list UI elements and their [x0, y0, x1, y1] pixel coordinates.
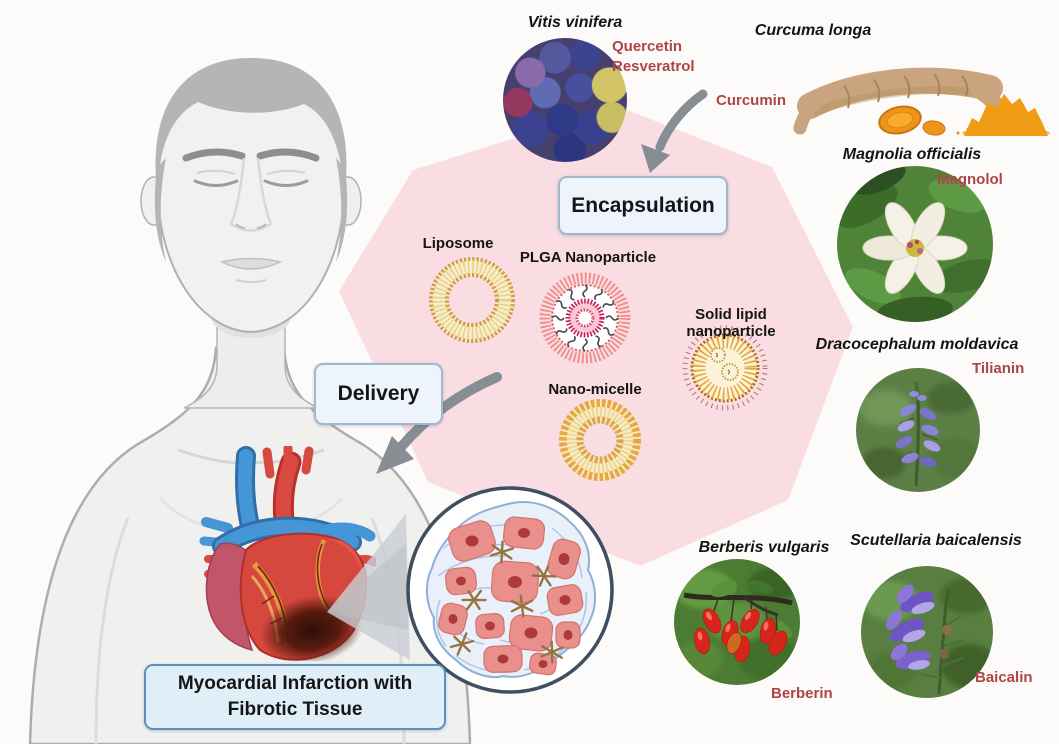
plga-nanoparticle-label: PLGA Nanoparticle — [519, 249, 657, 266]
vitis-vinifera-photo — [503, 38, 627, 162]
solid-lipid-nanoparticle-icon — [682, 325, 768, 411]
fibrotic-tissue-inset — [406, 486, 614, 694]
compound-label-curcumin: Curcumin — [716, 92, 787, 109]
nano-micelle-label: Nano-micelle — [548, 381, 642, 398]
encapsulation-box: Encapsulation — [558, 176, 728, 235]
species-label-berberis-vulgaris: Berberis vulgaris — [698, 539, 830, 556]
liposome-icon — [429, 257, 515, 343]
species-label-scutellaria-baicalensis: Scutellaria baicalensis — [850, 532, 1022, 549]
magnolia-officialis-photo — [837, 166, 993, 322]
liposome-label: Liposome — [422, 235, 494, 252]
nano-micelle-icon — [559, 399, 641, 481]
heart-illustration — [199, 446, 376, 661]
compound-label-quercetin-resveratrol: Quercetin Resveratrol — [612, 38, 695, 75]
compound-label-baicalin: Baicalin — [975, 669, 1033, 686]
curcuma-longa-photo — [793, 67, 1050, 136]
delivery-box: Delivery — [314, 363, 443, 425]
berberis-vulgaris-photo — [674, 559, 800, 685]
species-label-magnolia-officialis: Magnolia officialis — [842, 146, 982, 163]
myocardial-infarction-box: Myocardial Infarction with Fibrotic Tiss… — [144, 664, 446, 730]
compound-label-berberin: Berberin — [771, 685, 833, 702]
plga-nanoparticle-icon — [539, 272, 631, 364]
species-label-vitis-vinifera: Vitis vinifera — [527, 14, 623, 31]
compound-label-magnolol: Magnolol — [937, 171, 1003, 188]
scutellaria-baicalensis-photo — [861, 566, 993, 698]
species-label-dracocephalum-moldavica: Dracocephalum moldavica — [815, 336, 1019, 353]
solid-lipid-nanoparticle-label: Solid lipid nanoparticle — [686, 306, 776, 340]
species-label-curcuma-longa: Curcuma longa — [754, 22, 872, 39]
compound-label-tilianin: Tilianin — [972, 360, 1025, 377]
dracocephalum-moldavica-photo — [856, 368, 980, 492]
